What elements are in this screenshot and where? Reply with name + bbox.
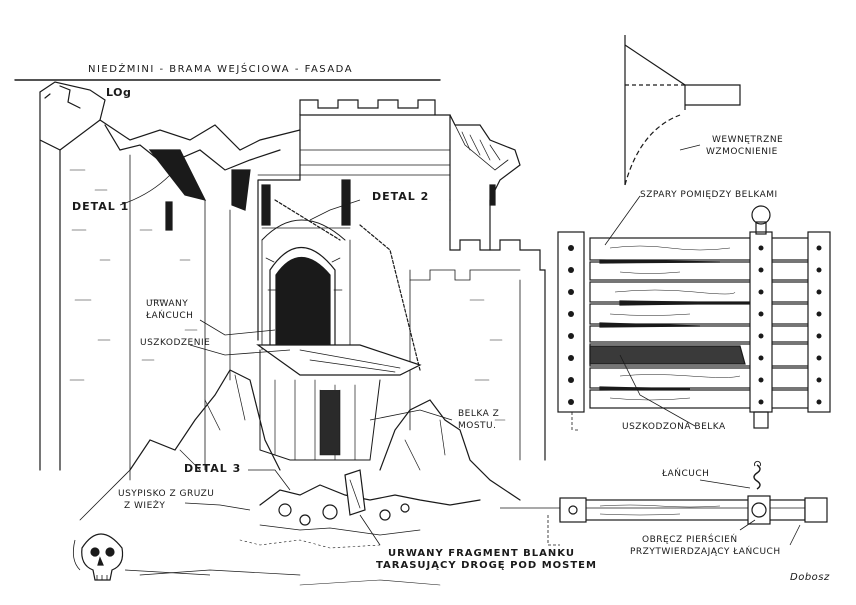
label-urwany-lancuch-line2: łańcuch: [146, 311, 194, 321]
label-detal-3: Detal 3: [184, 462, 242, 475]
label-usypisko-line2: z wieży: [124, 501, 166, 511]
label-detal-1: Detal 1: [72, 200, 130, 213]
label-urwany-lancuch-line1: Urwany: [146, 299, 189, 309]
detail-drawbridge-planks: [557, 205, 831, 432]
artist-signature: Dobosz: [790, 572, 830, 583]
label-obrecz-line2: przytwierdzający łańcuch: [630, 547, 781, 557]
detail-leader-lines: [604, 195, 696, 427]
label-usypisko: Usypisko z gruzu z wieży: [118, 488, 214, 512]
label-uszkodzona-belka: Uszkodzona belka: [622, 422, 726, 432]
label-belka-mostu: Belka z mostu.: [458, 408, 499, 432]
detail-beam-chain: [500, 460, 828, 546]
label-urwany-lancuch: Urwany łańcuch: [146, 298, 193, 322]
label-urwany-fragment: Urwany fragment blanku tarasujący drogę …: [376, 548, 597, 572]
label-belka-mostu-line1: Belka z: [458, 409, 500, 419]
leader-lines: [119, 174, 453, 576]
label-szpary: Szpary pomiędzy belkami: [640, 190, 778, 200]
label-wewnetrzne-wzmocnienie: Wewnętrzne wzmocnienie: [706, 134, 783, 158]
label-usypisko-line1: Usypisko z gruzu: [118, 489, 215, 499]
label-obrecz: Obręcz pierścień przytwierdzający łańcuc…: [630, 534, 781, 558]
page-title: Niedźmini - brama wejściowa - fasada: [88, 64, 354, 75]
label-wewnetrzne-line1: Wewnętrzne: [712, 135, 784, 145]
skull-icon: [72, 533, 124, 581]
label-obrecz-line1: Obręcz pierścień: [642, 535, 738, 545]
label-urwany-fragment-line2: tarasujący drogę pod mostem: [376, 560, 597, 571]
label-wewnetrzne-line2: wzmocnienie: [706, 147, 778, 157]
detail-corner-profile: [624, 35, 741, 186]
label-urwany-fragment-line1: Urwany fragment blanku: [388, 548, 575, 559]
label-uszkodzenie: Uszkodzenie: [140, 338, 211, 348]
label-detal-2: Detal 2: [372, 190, 430, 203]
gate-facade-drawing: [14, 79, 546, 586]
page-subtitle: LOg: [106, 86, 132, 99]
label-lancuch: Łańcuch: [662, 469, 710, 479]
label-belka-mostu-line2: mostu.: [458, 421, 497, 431]
